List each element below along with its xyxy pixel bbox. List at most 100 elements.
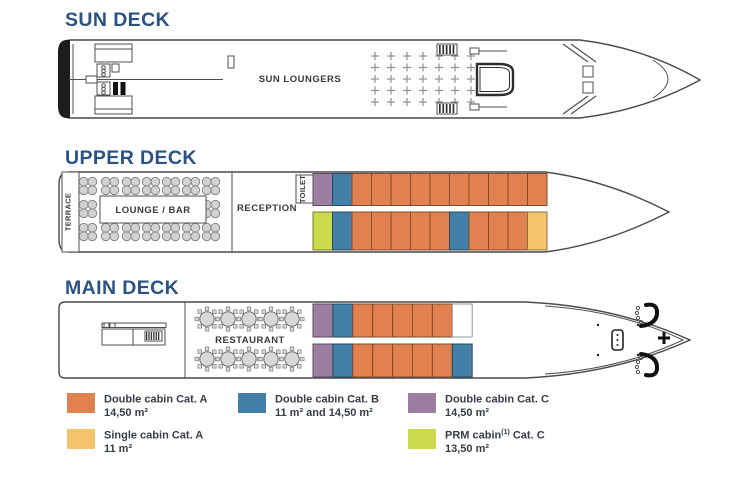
cabin-cell-catA bbox=[352, 343, 374, 378]
legend-item-double-cabin-c: Double cabin Cat. C 14,50 m² bbox=[408, 393, 549, 420]
legend-item-double-cabin-a: Double cabin Cat. A 14,50 m² bbox=[67, 393, 208, 420]
cabin-cell-empty bbox=[451, 303, 473, 338]
legend-area: 11 m² bbox=[104, 442, 133, 455]
galley-area bbox=[101, 322, 167, 346]
sun-loungers-label: SUN LOUNGERS bbox=[259, 74, 342, 85]
cabin-cell-catA bbox=[372, 303, 394, 338]
cabin-cell-catA bbox=[431, 343, 453, 378]
legend-item-double-cabin-b: Double cabin Cat. B 11 m² and 14,50 m² bbox=[238, 393, 379, 420]
cabin-cell-catB bbox=[332, 173, 353, 206]
stairs-top bbox=[96, 63, 111, 78]
cabin-cell-catA bbox=[488, 211, 509, 251]
bow-box-top bbox=[582, 65, 594, 78]
bow-equipment bbox=[596, 302, 670, 378]
legend-area: 11 m² and 14,50 m² bbox=[275, 406, 373, 419]
cabin-cell-catA bbox=[410, 173, 431, 206]
cabin-cell-catA bbox=[371, 211, 392, 251]
sun-loungers-grid bbox=[371, 52, 475, 106]
legend-swatch-double-cabin-a bbox=[67, 393, 95, 413]
cabin-cell-catA bbox=[372, 343, 394, 378]
vent-hatch-bottom bbox=[436, 102, 458, 115]
sun-deck-drawing: SUN LOUNGERS bbox=[58, 39, 702, 119]
stair-circle bbox=[101, 72, 106, 77]
boom-base bbox=[85, 75, 98, 84]
legend-swatch-double-cabin-b bbox=[238, 393, 266, 413]
stair-circle bbox=[101, 90, 106, 95]
anchor-winch-top bbox=[634, 302, 660, 328]
wheelhouse bbox=[475, 62, 515, 97]
deckhouse-top bbox=[94, 43, 133, 63]
cabin-cell-catA bbox=[449, 173, 470, 206]
main-deck-drawing: RESTAURANT bbox=[58, 301, 692, 379]
capstan-cross bbox=[658, 332, 670, 344]
lounge-table-clusters bbox=[78, 176, 221, 242]
cabin-cell-catA bbox=[507, 173, 528, 206]
legend-area: 13,50 m² bbox=[445, 442, 490, 455]
boom-right-bottom bbox=[469, 103, 507, 111]
cabin-cell-catA bbox=[431, 303, 453, 338]
legend-swatch-prm-cabin-c bbox=[408, 429, 436, 449]
cabin-cell-catA bbox=[429, 211, 450, 251]
cabin-cell-catA bbox=[468, 211, 489, 251]
stairs-bottom bbox=[96, 81, 111, 96]
cabin-cell-catA bbox=[392, 343, 414, 378]
cabin-cell-catA bbox=[351, 173, 372, 206]
legend-label: Double cabin Cat. B bbox=[275, 393, 379, 406]
bow-inner-arc bbox=[652, 59, 669, 99]
funnel-block bbox=[113, 82, 118, 95]
bow-chevrons bbox=[562, 43, 597, 115]
terrace-area bbox=[61, 171, 80, 253]
cabin-cell-catA bbox=[390, 211, 411, 251]
legend-area: 14,50 m² bbox=[104, 406, 149, 419]
bow-box-bottom bbox=[582, 81, 594, 94]
cabin-cell-catA bbox=[412, 343, 433, 378]
vent-hatch-top bbox=[436, 43, 458, 56]
legend-area: 14,50 m² bbox=[445, 406, 490, 419]
cabin-cell-catA bbox=[371, 173, 392, 206]
bow-inner-line bbox=[544, 305, 685, 375]
legend-label: Double cabin Cat. C bbox=[445, 393, 549, 406]
equipment-box bbox=[111, 63, 120, 73]
restaurant-tables bbox=[194, 306, 305, 372]
cabin-cell-catB bbox=[332, 303, 354, 338]
cabin-cell-catB bbox=[332, 211, 353, 251]
main-deck-cabin-row-top bbox=[312, 303, 473, 338]
stern-cap bbox=[58, 40, 70, 118]
funnel-block bbox=[120, 82, 126, 95]
boom-right-top bbox=[469, 47, 507, 55]
lounge-bar-label: LOUNGE / BAR bbox=[115, 205, 190, 216]
cabin-cell-catA bbox=[429, 173, 450, 206]
galley-hatch bbox=[144, 330, 163, 342]
main-deck-title: MAIN DECK bbox=[65, 277, 180, 299]
cabin-cell-catA bbox=[507, 211, 528, 251]
upper-deck-drawing: TERRACE LOUNGE / BAR RECEPTION TOILET bbox=[58, 171, 671, 253]
cabin-cell-catA bbox=[351, 211, 372, 251]
upper-deck-title: UPPER DECK bbox=[65, 147, 197, 169]
legend-item-single-cabin-a: Single cabin Cat. A 11 m² bbox=[67, 429, 203, 456]
legend-label: Single cabin Cat. A bbox=[104, 429, 204, 442]
reception-label: RECEPTION bbox=[237, 203, 297, 214]
legend-swatch-double-cabin-c bbox=[408, 393, 436, 413]
cabin-cell-catA bbox=[468, 173, 489, 206]
anchor-winch-bottom bbox=[634, 352, 660, 378]
sun-deck-title: SUN DECK bbox=[65, 9, 171, 31]
legend-label: Double cabin Cat. A bbox=[104, 393, 208, 406]
cabin-cell-catB bbox=[451, 343, 473, 378]
upper-deck-cabin-row-bottom bbox=[312, 211, 548, 251]
cabin-cell-catA bbox=[390, 173, 411, 206]
cabin-cell-catA bbox=[392, 303, 414, 338]
terrace-label: TERRACE bbox=[64, 193, 73, 231]
mid-deck-box bbox=[227, 55, 235, 69]
upper-deck-cabin-row-top bbox=[312, 173, 548, 206]
cabin-cell-catC bbox=[312, 303, 334, 338]
legend-label: PRM cabin(1) Cat. C bbox=[445, 429, 545, 442]
cabin-cell-catC bbox=[312, 173, 333, 206]
cabin-cell-prm bbox=[312, 211, 333, 251]
cabin-cell-catB bbox=[332, 343, 354, 378]
cabin-cell-single bbox=[527, 211, 548, 251]
legend-item-prm-cabin-c: PRM cabin(1) Cat. C 13,50 m² bbox=[408, 429, 545, 456]
legend-swatch-single-cabin-a bbox=[67, 429, 95, 449]
toilet-label: TOILET bbox=[298, 175, 307, 203]
main-deck-cabin-row-bottom bbox=[312, 343, 473, 378]
lounge-bar-box bbox=[99, 195, 207, 224]
